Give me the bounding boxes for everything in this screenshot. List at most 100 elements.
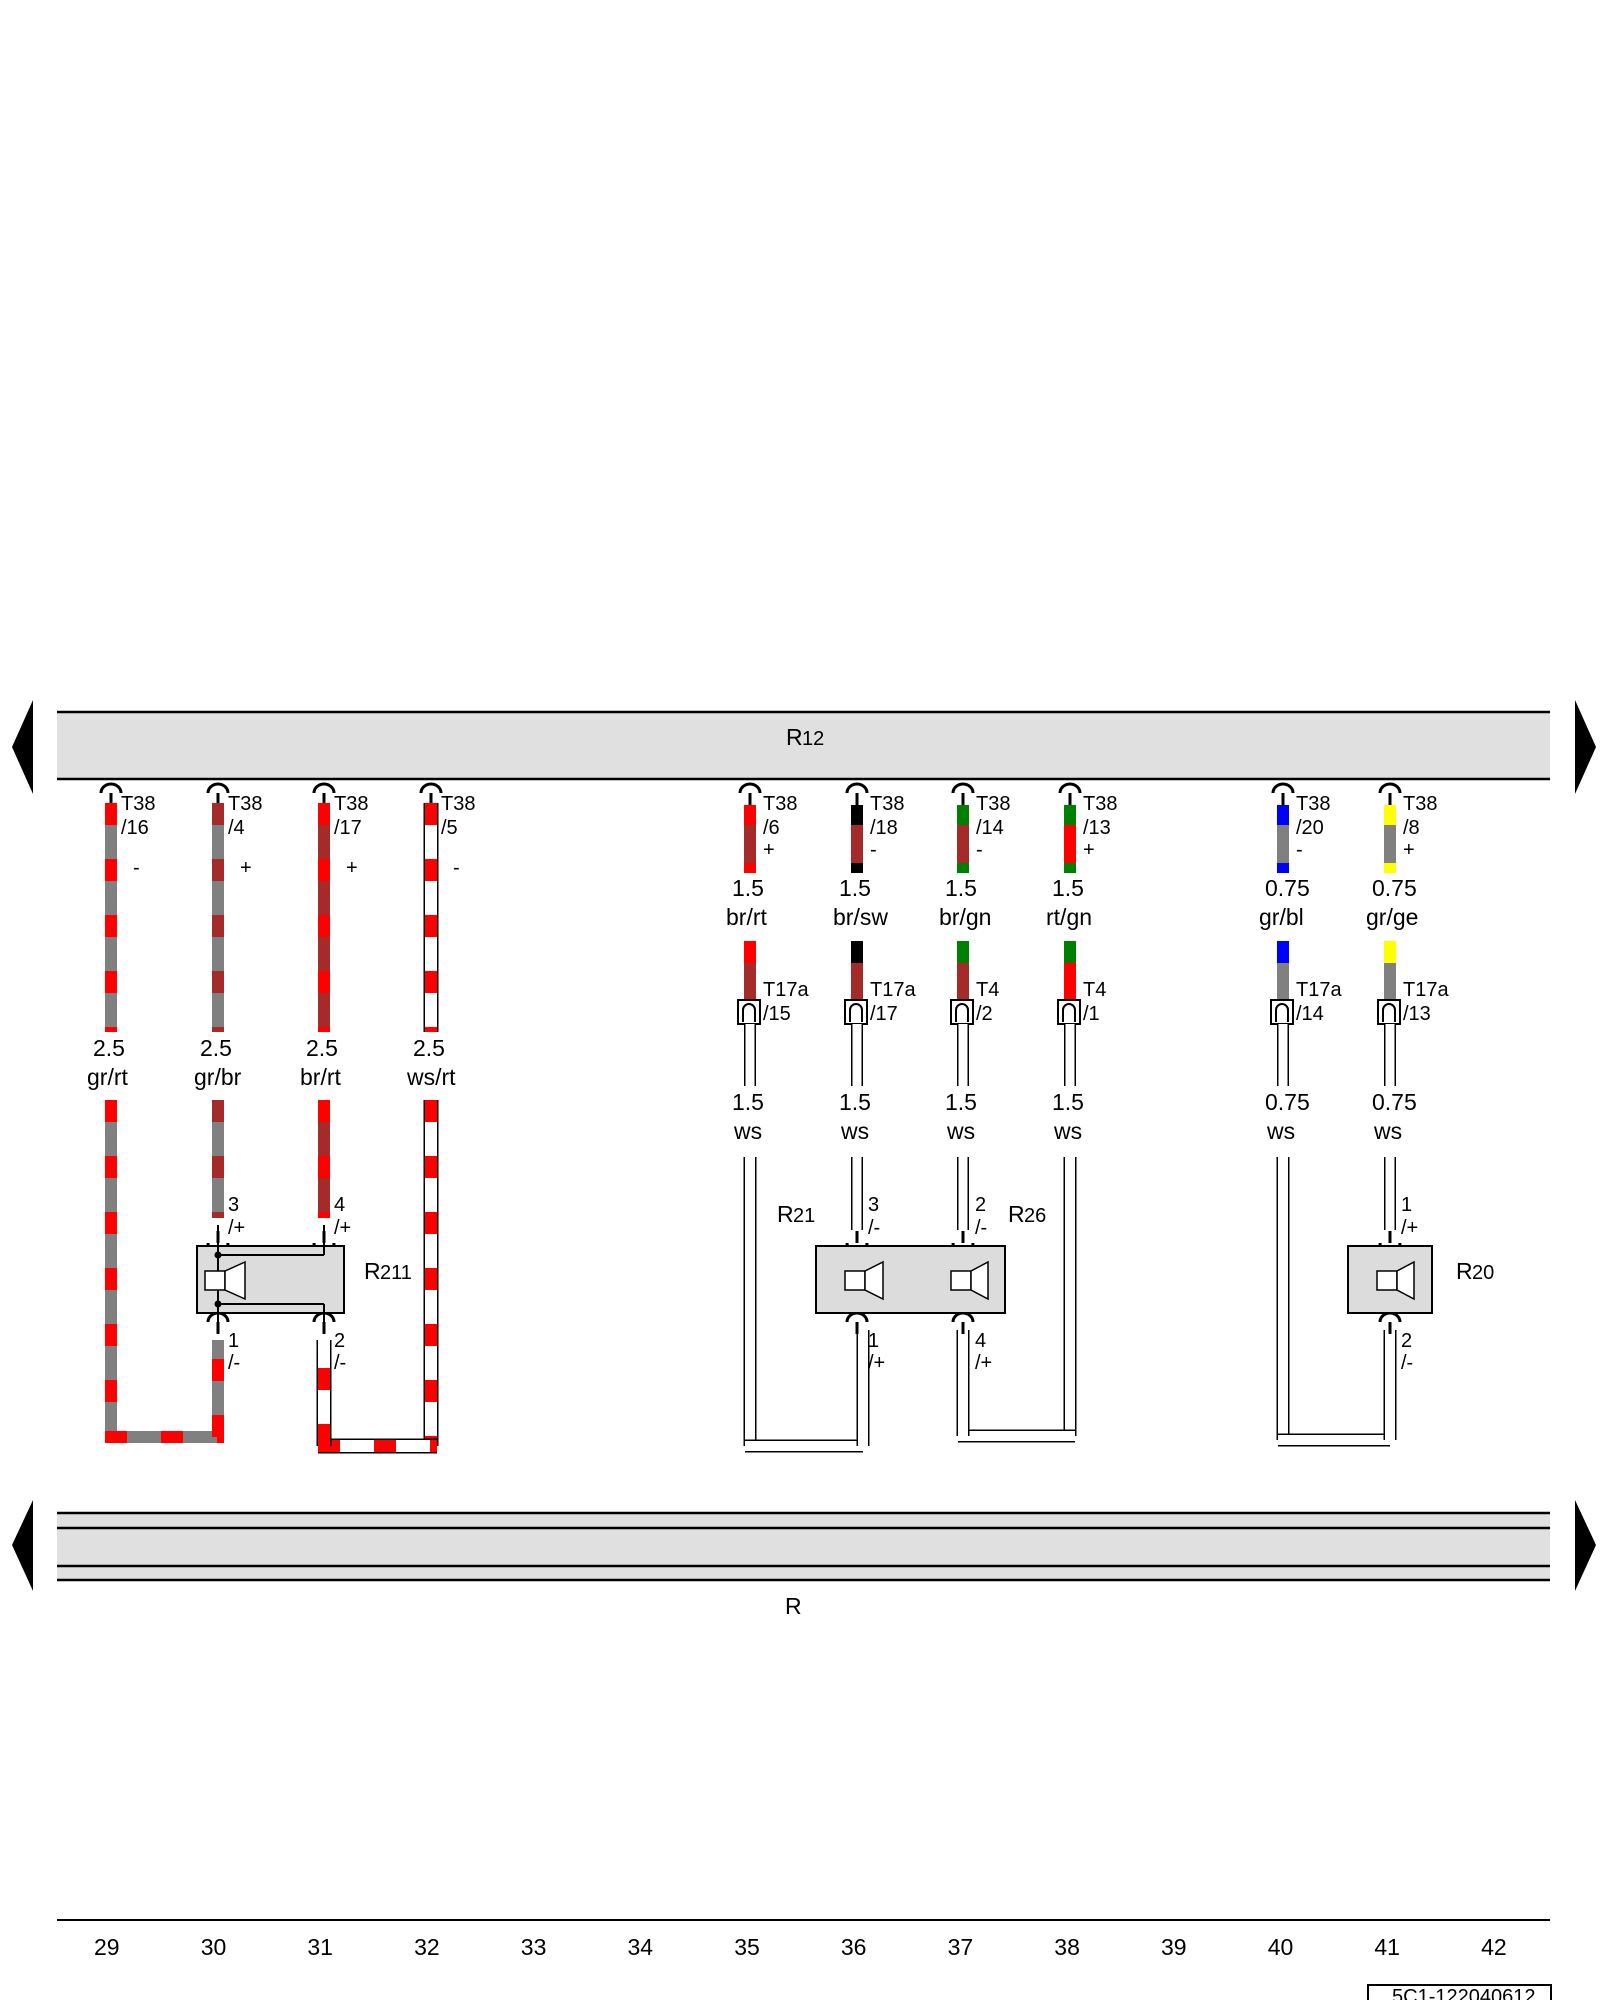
column-number: 33 (521, 1934, 547, 1960)
column-number: 38 (1054, 1934, 1080, 1960)
wire-size: 1.5 (945, 875, 977, 901)
speaker-r211: R 211 (196, 1225, 412, 1332)
svg-text:/-: /- (334, 1352, 346, 1374)
wire-color-lower: ws (840, 1118, 869, 1144)
pin-t38-label: T38 (334, 793, 368, 815)
wire-color-code: gr/br (194, 1064, 242, 1090)
svg-text:1: 1 (228, 1330, 239, 1352)
wire-size-lower: 0.75 (1265, 1089, 1310, 1115)
pin-t38-label: T38 (1083, 793, 1117, 815)
svg-text:3: 3 (228, 1194, 239, 1216)
reference-code: 5C1-122040612 (1367, 1984, 1552, 2005)
nav-left-arrow-top[interactable] (12, 700, 33, 794)
pin-t38-label: T38 (441, 793, 475, 815)
top-bus-bar: R 12 (57, 710, 1550, 781)
svg-text:/-: /- (868, 1217, 880, 1239)
component-pin-labels: 3 /+ 4 /+ 1 /- 2 /- 3 /- 2 /- 1 /+ 4 /+ … (228, 1194, 1418, 1374)
pin-sub-label: /18 (870, 817, 898, 839)
r26-label-sub: 26 (1024, 1205, 1046, 1227)
wire-color-lower: ws (1373, 1118, 1402, 1144)
pin-t38-label: T38 (763, 793, 797, 815)
connector-sub-label: /15 (763, 1003, 791, 1025)
column-number: 34 (628, 1934, 654, 1960)
polarity-label: + (763, 839, 775, 861)
r211-label: R (364, 1258, 381, 1284)
svg-text:/-: /- (975, 1217, 987, 1239)
connector-label: T4 (976, 979, 999, 1001)
connector-sub-label: /14 (1296, 1003, 1324, 1025)
nav-left-arrow-bottom[interactable] (12, 1500, 33, 1591)
connector-label: T17a (870, 979, 916, 1001)
wire-size-lower: 1.5 (945, 1089, 977, 1115)
svg-text:/+: /+ (334, 1217, 351, 1239)
wire-size: 2.5 (413, 1035, 445, 1061)
svg-text:2: 2 (1401, 1330, 1412, 1352)
nav-right-arrow-top[interactable] (1575, 700, 1596, 794)
pin-sub-label: /14 (976, 817, 1004, 839)
wire-color-code: gr/rt (87, 1064, 129, 1090)
speaker-r20: R 20 (1347, 1245, 1494, 1314)
wire-size-lower: 1.5 (839, 1089, 871, 1115)
wire-size: 1.5 (839, 875, 871, 901)
nav-right-arrow-bottom[interactable] (1575, 1500, 1596, 1591)
pin-t38-label: T38 (976, 793, 1010, 815)
svg-text:/-: /- (228, 1352, 240, 1374)
pin-t38-label: T38 (1296, 793, 1330, 815)
pin-t38-label: T38 (228, 793, 262, 815)
column-number: 32 (414, 1934, 440, 1960)
svg-text:2: 2 (334, 1330, 345, 1352)
wire-color-lower: ws (1266, 1118, 1295, 1144)
polarity-label: - (870, 839, 877, 861)
svg-text:4: 4 (975, 1330, 986, 1352)
wire-color-code: br/gn (939, 904, 991, 930)
column-number: 42 (1481, 1934, 1507, 1960)
svg-text:5C1-122040612: 5C1-122040612 (1392, 1986, 1535, 2000)
wire-color-code: br/rt (300, 1064, 342, 1090)
polarity-label: + (1083, 839, 1095, 861)
polarity-label: + (346, 857, 358, 879)
wire-size: 2.5 (200, 1035, 232, 1061)
wire-color-code: rt/gn (1046, 904, 1092, 930)
svg-text:2: 2 (975, 1194, 986, 1216)
polarity-label: + (240, 857, 252, 879)
r211-label-sub: 211 (380, 1262, 412, 1284)
connector-label: T17a (1296, 979, 1342, 1001)
pin-sub-label: /4 (228, 817, 245, 839)
svg-text:/+: /+ (1401, 1217, 1418, 1239)
svg-text:4: 4 (334, 1194, 345, 1216)
wire-color-code: gr/ge (1366, 904, 1418, 930)
polarity-label: - (453, 857, 460, 879)
wire-color-lower: ws (946, 1118, 975, 1144)
wire-color-code: gr/bl (1259, 904, 1304, 930)
wire-size-lower: 1.5 (1052, 1089, 1084, 1115)
bottom-bus-bar: R (57, 1511, 1550, 1619)
column-number: 36 (841, 1934, 867, 1960)
r26-label: R (1008, 1201, 1025, 1227)
column-number: 29 (94, 1934, 120, 1960)
column-number: 37 (948, 1934, 974, 1960)
connector-label: T4 (1083, 979, 1106, 1001)
pin-sub-label: /17 (334, 817, 362, 839)
wire-color-lower: ws (1053, 1118, 1082, 1144)
wire-color-code: br/rt (726, 904, 768, 930)
speaker-r21-r26: R 21 R 26 (777, 1201, 1046, 1314)
column-number: 30 (201, 1934, 227, 1960)
wire-size: 2.5 (93, 1035, 125, 1061)
wire-size: 2.5 (306, 1035, 338, 1061)
wire-color-code: br/sw (833, 904, 888, 930)
top-bar-label: R (786, 724, 803, 750)
wire-size: 0.75 (1372, 875, 1417, 901)
column-number: 39 (1161, 1934, 1187, 1960)
wire-size-lower: 1.5 (732, 1089, 764, 1115)
wire-size-lower: 0.75 (1372, 1089, 1417, 1115)
connector-sub-label: /1 (1083, 1003, 1100, 1025)
wire-color-code: ws/rt (406, 1064, 456, 1090)
wire-size: 1.5 (732, 875, 764, 901)
r21-label-sub: 21 (793, 1205, 815, 1227)
connector-sub-label: /13 (1403, 1003, 1431, 1025)
pin-t38-label: T38 (121, 793, 155, 815)
column-number: 41 (1374, 1934, 1400, 1960)
connector-label: T17a (763, 979, 809, 1001)
